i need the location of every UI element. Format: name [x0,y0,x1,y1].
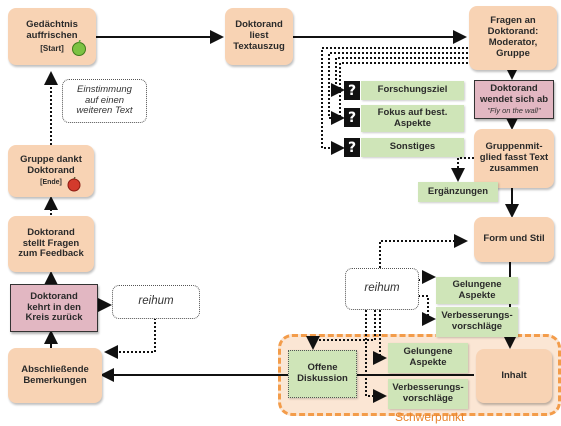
abschliessende-node: Abschließende Bemerkungen [8,348,102,403]
gelungene-aspekte-box-upper: Gelungene Aspekte [436,277,518,304]
gelungene-aspekte-box-lower: Gelungene Aspekte [388,343,468,373]
kehrt-zurueck-node: Doktorand kehrt in den Kreis zurück [10,284,98,332]
gedaechtnis-auffrischen-node: Gedächtnis auffrischen [Start] [8,8,96,65]
fragen-an-doktorand-node: Fragen an Doktorand: Moderator, Gruppe [469,6,557,70]
wendet-sich-ab-label: Doktorand wendet sich ab [479,82,549,105]
stellt-fragen-node: Doktorand stellt Fragen zum Feedback [8,216,94,272]
gruppenmitglied-node: Gruppenmit- glied fasst Text zusammen [474,129,554,188]
offene-diskussion-box: Offene Diskussion [288,350,357,398]
question-icon-2: ? [344,108,360,127]
question-icon-1: ? [344,81,360,100]
wendet-sich-ab-node: Doktorand wendet sich ab "Fly on the wal… [474,80,554,119]
form-und-stil-node: Form und Stil [474,217,554,262]
question-icon-3: ? [344,138,360,157]
red-apple-icon [67,177,81,192]
gruppe-dankt-node: Gruppe dankt Doktorand [Ende] [8,145,94,197]
fokus-box: Fokus auf best. Aspekte [361,105,464,132]
doktorand-liest-node: Doktorand liest Textauszug [225,8,293,65]
fly-on-wall-label: "Fly on the wall" [487,105,541,115]
green-apple-icon [72,40,86,56]
forschungsziel-box: Forschungsziel [361,81,464,100]
gedaechtnis-label: Gedächtnis auffrischen [26,18,78,41]
einstimmung-note: Einstimmung auf einen weiteren Text [62,79,147,123]
verbesserungsvorschlaege-box-lower: Verbesserungs- vorschläge [388,379,468,409]
gruppe-dankt-label: Gruppe dankt Doktorand [20,154,82,176]
start-tag: [Start] [40,43,64,53]
ergaenzungen-box: Ergänzungen [418,182,498,202]
verbesserungsvorschlaege-box-upper: Verbesserungs- vorschläge [436,307,518,337]
sonstiges-box: Sonstiges [361,138,464,157]
schwerpunkt-label: Schwerpunkt [395,410,465,424]
reihum-note-left: reihum [112,285,200,319]
inhalt-node: Inhalt [476,349,552,403]
reihum-note-right: reihum [345,268,419,310]
ende-tag: [Ende] [40,178,62,186]
